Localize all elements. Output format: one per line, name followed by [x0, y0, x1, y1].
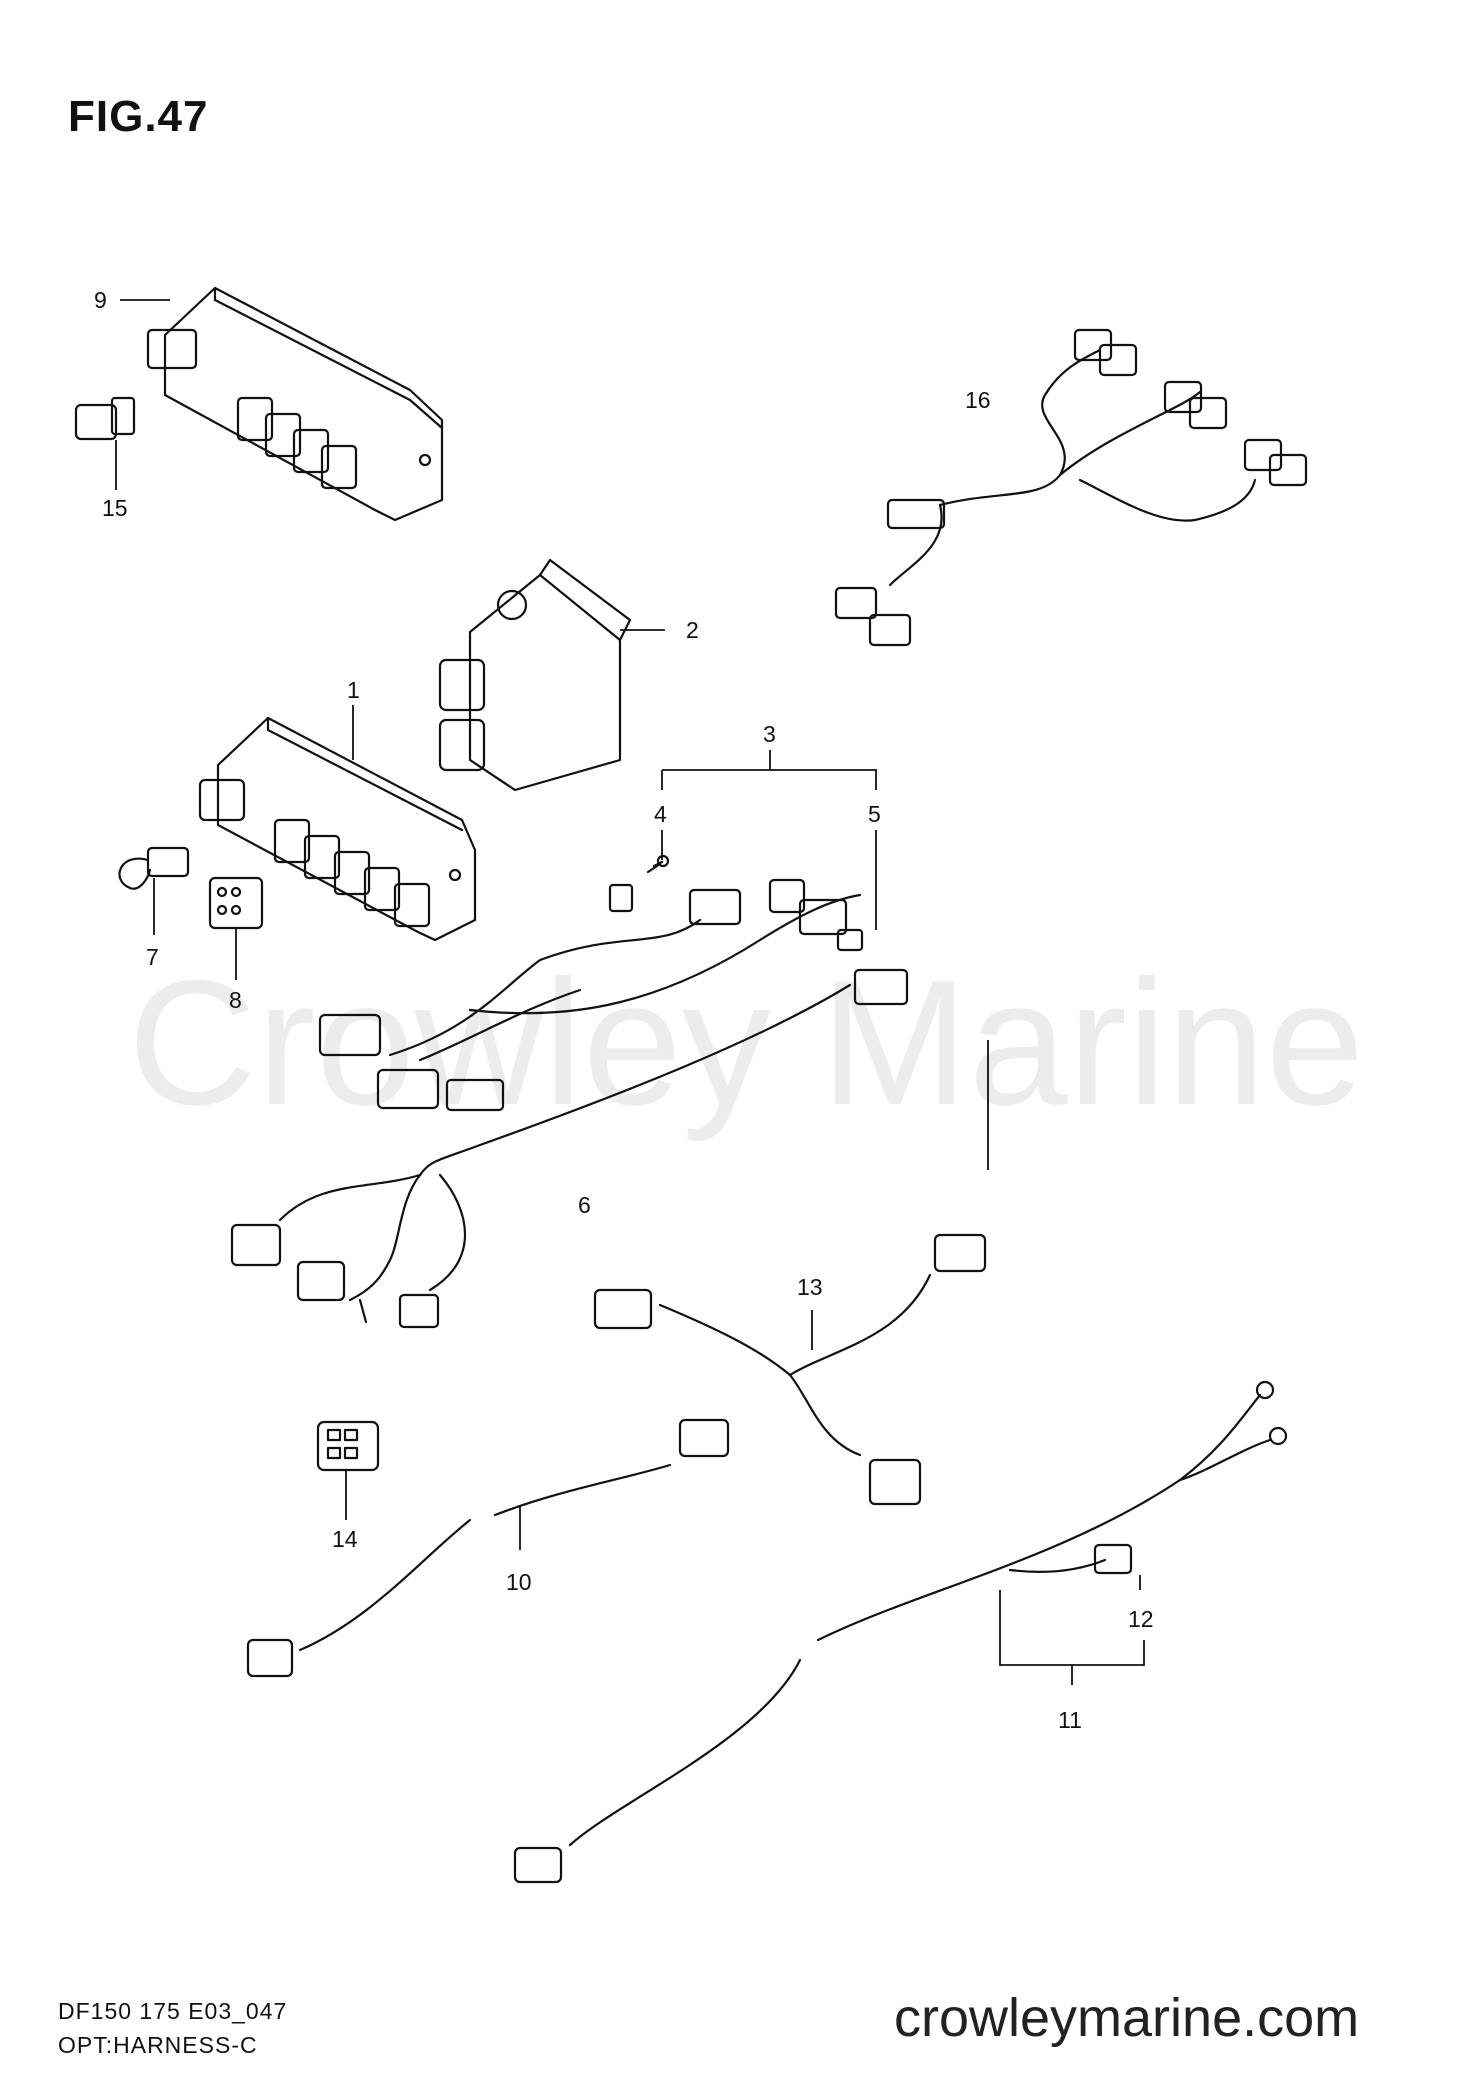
callout-13: 13 — [797, 1274, 823, 1300]
harness-part-6 — [230, 968, 909, 1329]
callout-10: 10 — [506, 1569, 532, 1595]
harness-part-16 — [834, 328, 1308, 647]
ecm-part-2 — [438, 558, 632, 792]
connector-part-8 — [208, 876, 264, 930]
callout-14: 14 — [332, 1526, 358, 1552]
block-part-14 — [316, 1420, 380, 1472]
callout-4: 4 — [654, 801, 667, 827]
drawing-caption: OPT:HARNESS-C — [58, 2032, 258, 2058]
connector-part-7 — [118, 846, 190, 890]
harness-part-3 — [318, 878, 864, 1112]
drawing-code: DF150 175 E03_047 — [58, 1998, 288, 2024]
leader-lines — [115, 299, 1145, 1685]
harness-part-13 — [593, 1233, 987, 1506]
callout-11: 11 — [1058, 1707, 1082, 1733]
callout-15: 15 — [102, 495, 128, 521]
callout-9: 9 — [94, 287, 107, 313]
callout-8: 8 — [229, 987, 242, 1013]
callout-3: 3 — [763, 721, 776, 747]
callout-16: 16 — [965, 387, 991, 413]
junction-box-part-1 — [198, 716, 477, 942]
callout-12: 12 — [1128, 1606, 1154, 1632]
site-url: crowleymarine.com — [894, 1988, 1360, 2048]
harness-part-11 — [513, 1380, 1288, 1884]
figure-title: FIG.47 — [68, 92, 209, 141]
callout-5: 5 — [868, 801, 881, 827]
harness-part-10 — [246, 1418, 730, 1678]
junction-box-part-9 — [146, 286, 444, 522]
callout-1: 1 — [347, 677, 360, 703]
callout-2: 2 — [686, 617, 699, 643]
connector-part-15 — [74, 396, 136, 441]
callout-7: 7 — [146, 944, 159, 970]
callout-6: 6 — [578, 1192, 591, 1218]
bolt-part-4 — [646, 854, 670, 874]
